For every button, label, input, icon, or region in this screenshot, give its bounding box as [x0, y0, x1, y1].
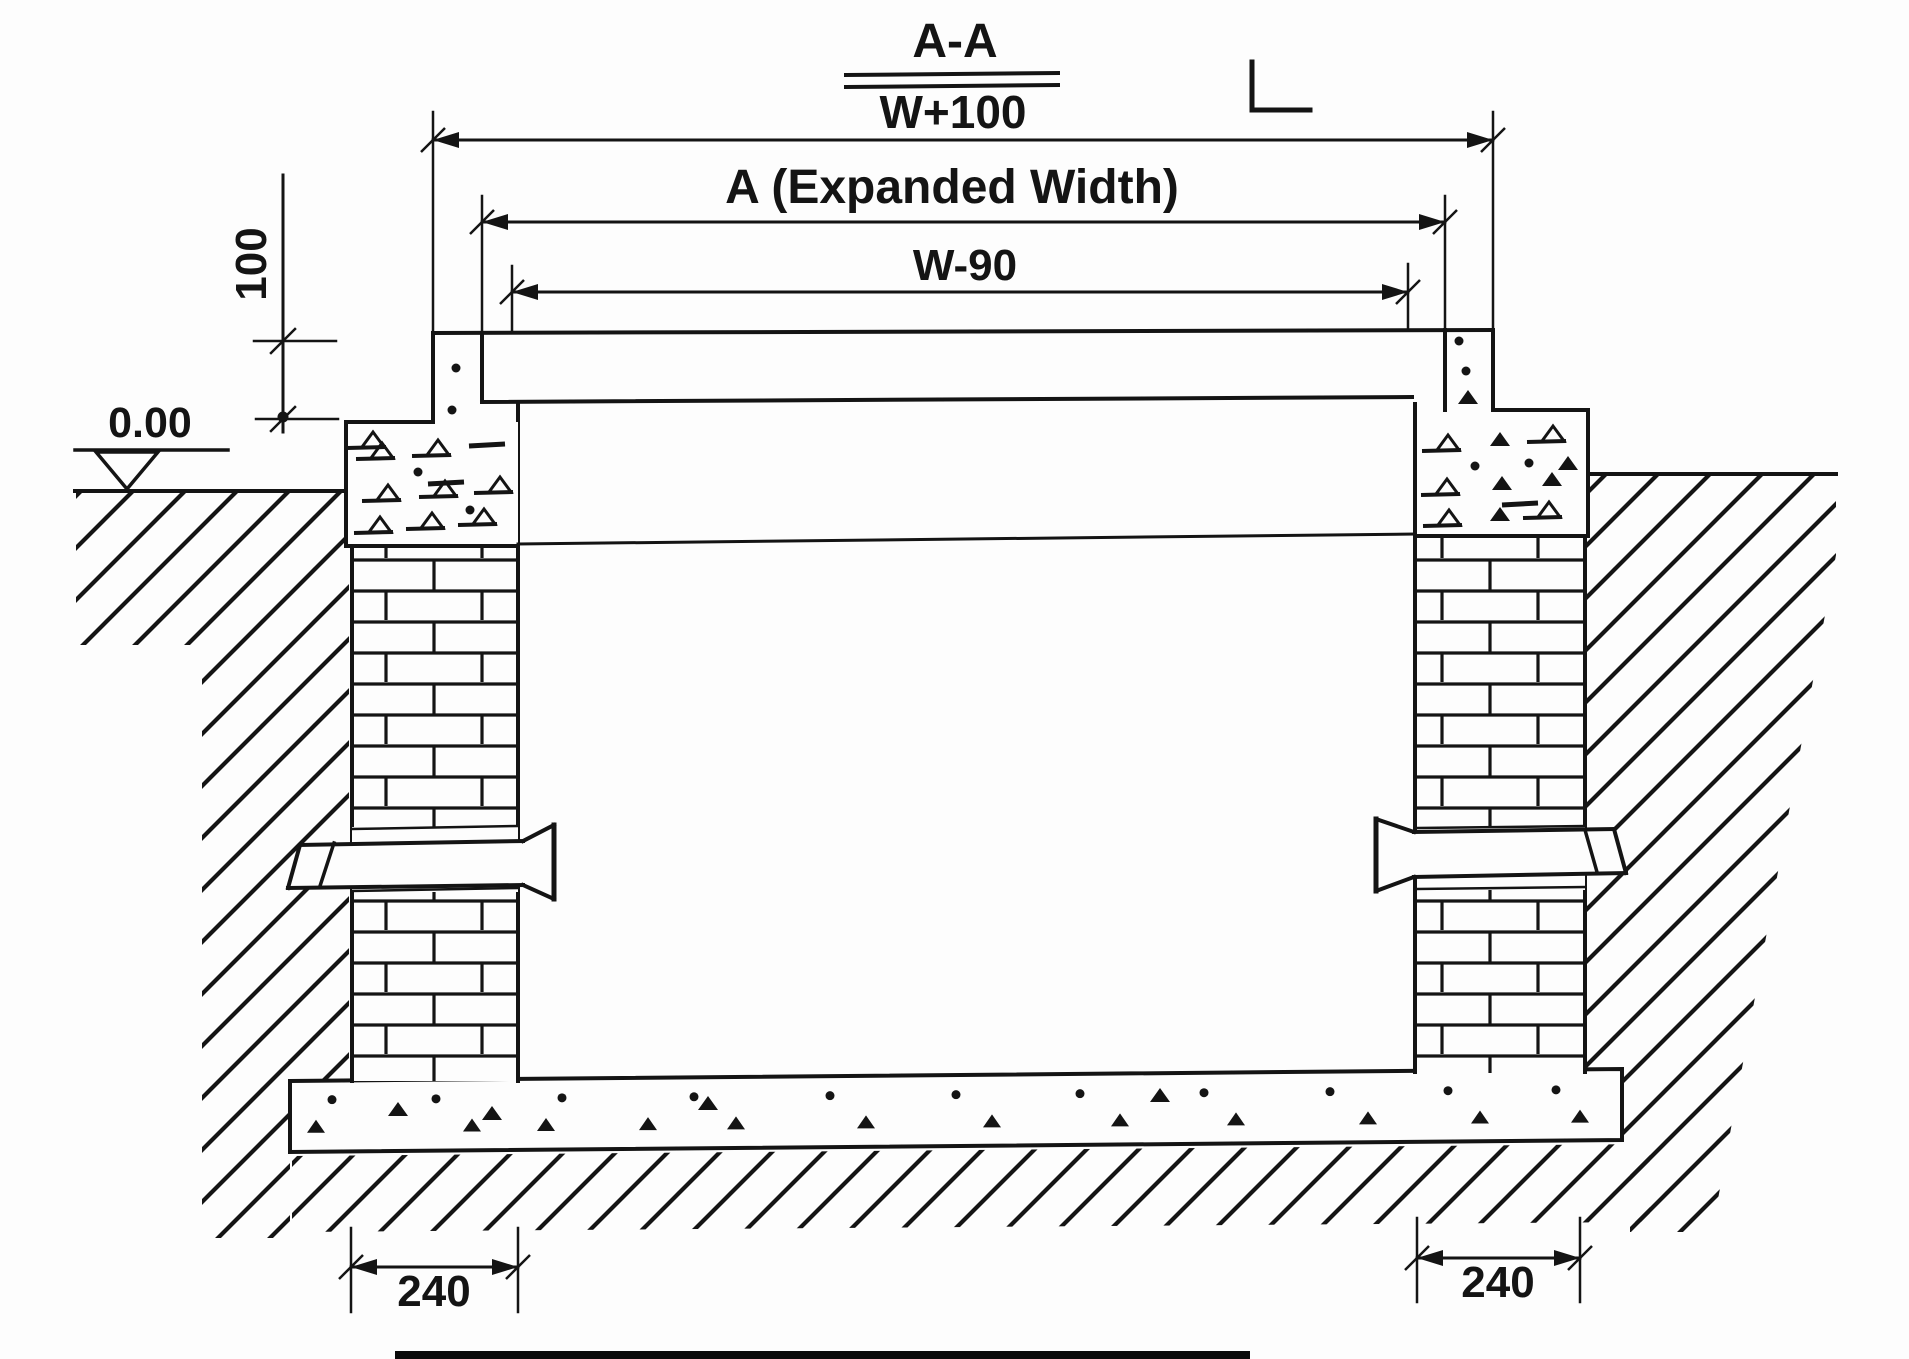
dimension-overall-width: [431, 110, 1495, 333]
width-formula-label: W+100: [879, 86, 1026, 138]
expanded-width-label: A (Expanded Width): [725, 161, 1179, 214]
right-wall-brick: [1413, 395, 1587, 1074]
dimension-wall-thickness-right: 240: [1415, 1216, 1582, 1307]
title-block: A-A W+100: [843, 15, 1061, 138]
ground-level-label: 0.00: [108, 399, 192, 447]
wall-thickness-right-label: 240: [1461, 1258, 1534, 1307]
soil-hatch-left: [76, 493, 349, 1238]
clear-width-label: W-90: [913, 241, 1017, 290]
concrete-stipples: [307, 336, 1589, 1133]
left-pipe: [285, 822, 557, 902]
bottom-crop-bar: [395, 1351, 1250, 1359]
dimension-expanded-width: A (Expanded Width): [480, 161, 1447, 333]
dimension-arrows: [338, 127, 1593, 1280]
soil-hatch-right: [1587, 476, 1836, 1232]
right-pipe: [1373, 816, 1629, 894]
dimension-clear-width: W-90: [510, 241, 1410, 333]
corner-mark: [1249, 59, 1313, 113]
base-slab: [288, 1066, 1624, 1155]
soil-hatch-below-base: [292, 1144, 1650, 1232]
cover-slab: [430, 327, 1496, 424]
wall-thickness-left-label: 240: [397, 1267, 470, 1316]
interior-joint-line: [516, 532, 1417, 546]
left-wall-brick: [350, 400, 520, 1083]
section-title: A-A: [912, 15, 997, 68]
dimension-collar-height: 100: [227, 173, 340, 434]
dimension-wall-thickness-left: 240: [349, 1226, 520, 1316]
collar-height-label: 100: [227, 227, 276, 300]
ground-level-marker: 0.00: [73, 399, 230, 492]
